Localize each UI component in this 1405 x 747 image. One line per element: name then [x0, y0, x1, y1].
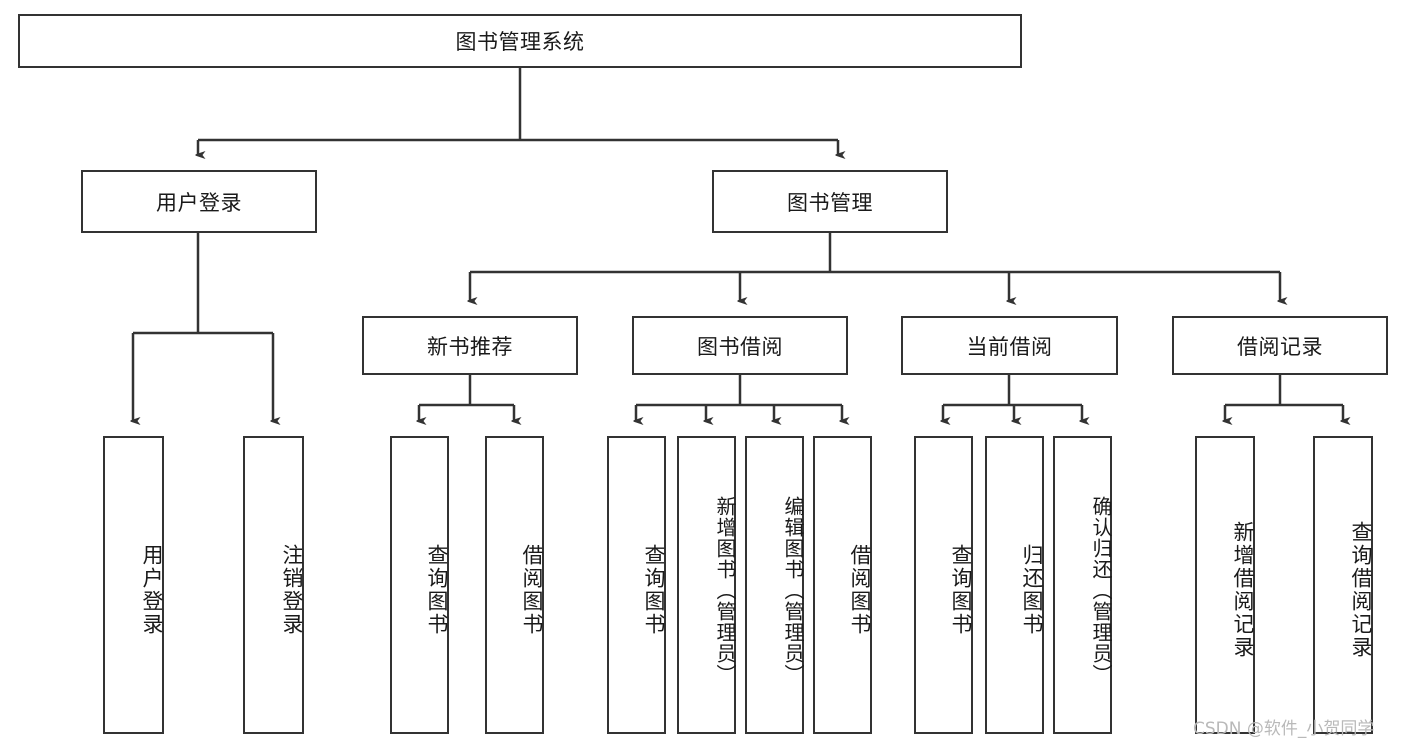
- node-user-login[interactable]: 用户登录: [81, 170, 317, 233]
- node-leaf-add-record[interactable]: 新增借阅记录: [1195, 436, 1255, 734]
- node-borrow-record[interactable]: 借阅记录: [1172, 316, 1388, 375]
- node-book-manage[interactable]: 图书管理: [712, 170, 948, 233]
- node-leaf-return-book[interactable]: 归还图书: [985, 436, 1044, 734]
- node-leaf-borrow-book-2[interactable]: 借阅图书: [813, 436, 872, 734]
- node-leaf-query-book-2[interactable]: 查询图书: [607, 436, 666, 734]
- node-leaf-query-book-3[interactable]: 查询图书: [914, 436, 973, 734]
- node-leaf-add-book[interactable]: 新增图书（管理员）: [677, 436, 736, 734]
- node-leaf-logout[interactable]: 注销登录: [243, 436, 304, 734]
- node-leaf-borrow-book-1[interactable]: 借阅图书: [485, 436, 544, 734]
- node-leaf-user-login[interactable]: 用户登录: [103, 436, 164, 734]
- node-current-borrow[interactable]: 当前借阅: [901, 316, 1118, 375]
- node-leaf-query-record[interactable]: 查询借阅记录: [1313, 436, 1373, 734]
- node-root[interactable]: 图书管理系统: [18, 14, 1022, 68]
- node-book-borrow[interactable]: 图书借阅: [632, 316, 848, 375]
- node-leaf-edit-book[interactable]: 编辑图书（管理员）: [745, 436, 804, 734]
- watermark-text: CSDN @软件_小贺同学: [1193, 719, 1375, 739]
- node-new-book-recommend[interactable]: 新书推荐: [362, 316, 578, 375]
- node-leaf-confirm-return[interactable]: 确认归还（管理员）: [1053, 436, 1112, 734]
- node-leaf-query-book-1[interactable]: 查询图书: [390, 436, 449, 734]
